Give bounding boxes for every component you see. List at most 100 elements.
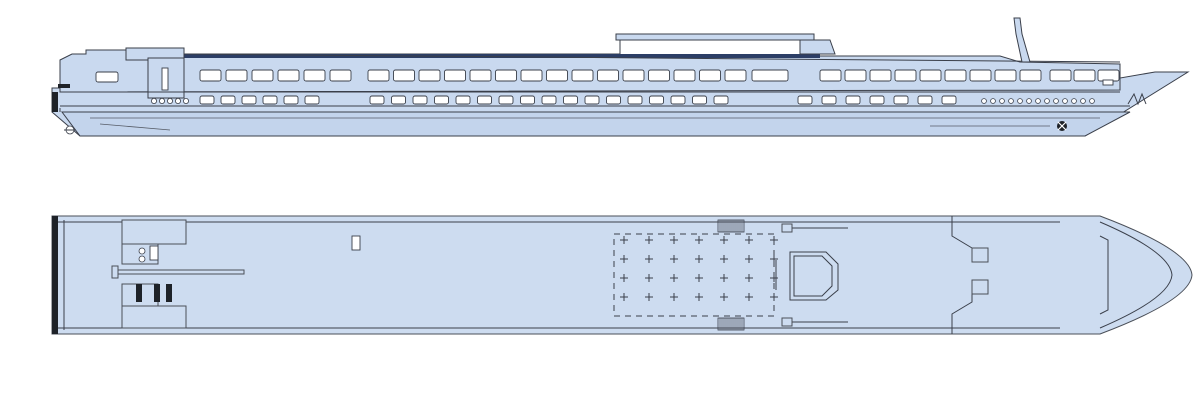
sunbed-marker [695, 274, 703, 282]
lower-window [498, 95, 514, 105]
upper-window [622, 69, 645, 82]
upper-window [469, 69, 492, 82]
lower-window [845, 95, 861, 105]
upper-window [418, 69, 441, 82]
lower-window [893, 95, 909, 105]
upper-window [303, 69, 326, 82]
lower-window [477, 95, 492, 105]
sunbed-marker [720, 255, 728, 263]
sunbed-marker [745, 274, 753, 282]
upper-window [944, 69, 967, 82]
lower-window [584, 95, 600, 105]
lower-window [627, 95, 643, 105]
upper-windows [199, 69, 1120, 82]
lower-window [713, 95, 729, 105]
sunbed-marker [620, 293, 628, 301]
sunbed-marker [645, 274, 653, 282]
side-elevation [51, 17, 1190, 137]
upper-window [648, 69, 670, 82]
lower-window [520, 95, 535, 105]
lower-window [649, 95, 664, 105]
sunbed-marker [695, 293, 703, 301]
sunbed-marker [670, 236, 678, 244]
sunbed-marker [620, 274, 628, 282]
lower-window [262, 95, 278, 105]
sunbed-marker [770, 236, 778, 244]
lower-window [304, 95, 320, 105]
hull-waterline [61, 111, 1131, 137]
sunbed-marker [745, 293, 753, 301]
lower-window [391, 95, 406, 105]
upper-window [495, 69, 517, 82]
sunbed-marker [670, 274, 678, 282]
lower-window [241, 95, 257, 105]
stern-dark [52, 92, 58, 112]
lower-window [797, 95, 813, 105]
sunbed-marker [695, 236, 703, 244]
stair-frame [717, 317, 745, 331]
lower-window [369, 95, 385, 105]
upper-window [1049, 69, 1072, 82]
sunbed-marker [745, 236, 753, 244]
sunbed-marker [770, 255, 778, 263]
sunbed-marker [720, 236, 728, 244]
sunbed-marker [620, 236, 628, 244]
upper-window [277, 69, 300, 82]
bow-structure [951, 216, 989, 334]
sun-deck-plan [51, 215, 1193, 335]
upper-window [994, 69, 1017, 82]
sunbed-marker [670, 255, 678, 263]
lower-window [869, 95, 885, 105]
upper-window [724, 69, 747, 82]
upper-window [869, 69, 892, 82]
lower-window [541, 95, 557, 105]
sunbed-marker [620, 255, 628, 263]
mast [1013, 17, 1031, 63]
lower-window [220, 95, 236, 105]
upper-window [1019, 69, 1042, 82]
upper-window [546, 69, 568, 82]
upper-window [329, 69, 352, 82]
sunbed-marker [645, 255, 653, 263]
sunbed-marker [745, 255, 753, 263]
lower-window [670, 95, 686, 105]
upper-window [919, 69, 942, 82]
wheelhouse-plan [775, 251, 839, 301]
lower-window [563, 95, 578, 105]
sun-deck-canopy [615, 33, 815, 41]
upper-window [444, 69, 466, 82]
upper-window [597, 69, 619, 82]
upper-window [520, 69, 543, 82]
upper-window [1097, 69, 1120, 82]
portholes-fwd [981, 98, 1095, 104]
lower-window [821, 95, 837, 105]
portholes-aft [150, 98, 189, 105]
upper-window [225, 69, 248, 82]
sunbed-grid [620, 236, 778, 301]
deck-rails [781, 223, 848, 327]
stair-frame [717, 219, 745, 233]
lower-window [917, 95, 933, 105]
upper-window [1073, 69, 1096, 82]
upper-window [819, 69, 842, 82]
lower-window [455, 95, 471, 105]
lower-window [199, 95, 215, 105]
upper-window [699, 69, 721, 82]
sunbed-marker [670, 293, 678, 301]
lower-window [412, 95, 428, 105]
upper-window [751, 69, 789, 82]
lower-window [941, 95, 957, 105]
deck-stern-edge [52, 216, 58, 334]
sunbed-marker [770, 274, 778, 282]
lower-window [606, 95, 621, 105]
sunbed-marker [720, 293, 728, 301]
upper-window [199, 69, 222, 82]
sunbed-marker [770, 293, 778, 301]
sunbed-marker [720, 274, 728, 282]
upper-window [894, 69, 917, 82]
sunbed-marker [645, 236, 653, 244]
sunbed-marker [645, 293, 653, 301]
upper-window [673, 69, 696, 82]
